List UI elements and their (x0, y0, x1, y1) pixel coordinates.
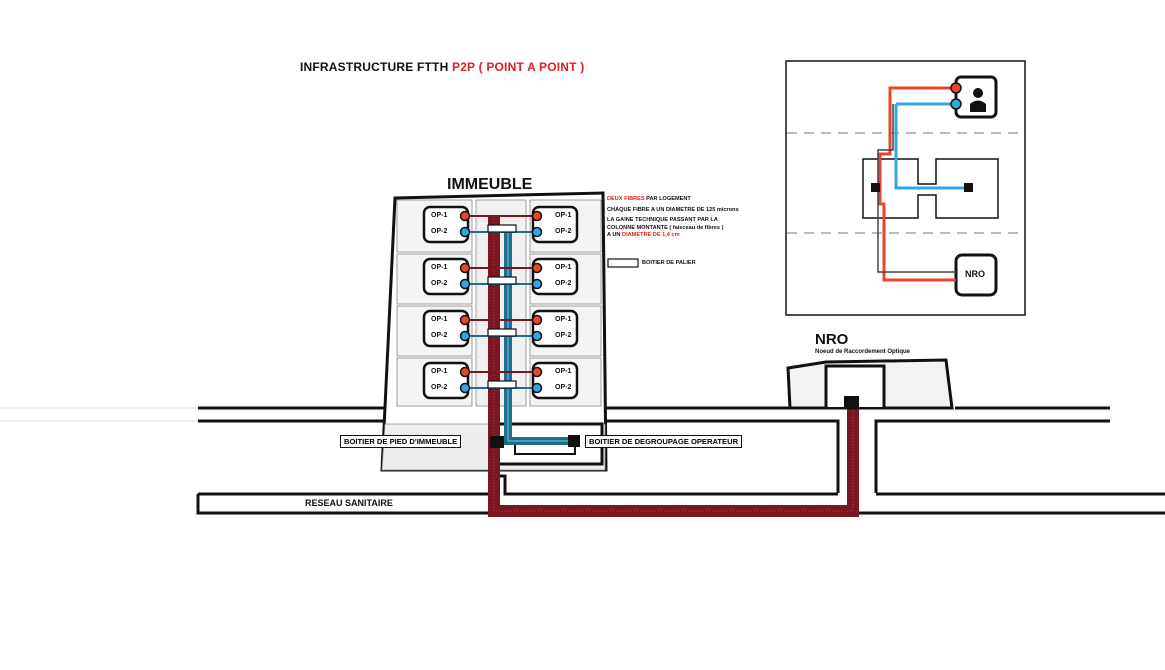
nro-title: NRO (815, 331, 849, 348)
op1-socket (531, 210, 543, 222)
degroupage-label: BOITIER DE DEGROUPAGE OPERATEUR (585, 435, 743, 448)
floor-fibers (422, 205, 579, 400)
outlet-box-right (531, 309, 579, 348)
diagram-title: INFRASTRUCTURE FTTH P2P ( POINT A POINT … (300, 60, 585, 74)
op2-socket (459, 226, 471, 238)
op2-socket (531, 278, 543, 290)
palier-box (487, 224, 517, 233)
palier-box (487, 276, 517, 285)
op1-socket (459, 210, 471, 222)
outlet-box-left (422, 257, 470, 296)
pied-immeuble-label: BOITIER DE PIED D'IMMEUBLE (340, 435, 462, 448)
op1-socket (531, 262, 543, 274)
op1-label: OP-1 (431, 212, 448, 219)
palier-legend-box (607, 258, 639, 268)
op2-socket (531, 382, 543, 394)
legend: DEUX FIBRES PAR LOGEMENT CHAQUE FIBRE A … (607, 196, 739, 238)
pied-box (490, 436, 504, 448)
op1-label: OP-1 (555, 264, 572, 271)
fiber-riser (488, 216, 859, 517)
op2-label: OP-2 (431, 384, 448, 391)
op1-label: OP-1 (431, 316, 448, 323)
op1-label: OP-1 (431, 368, 448, 375)
nro-building (786, 358, 954, 410)
op2-label: OP-2 (555, 332, 572, 339)
outlet-box-left (422, 361, 470, 400)
op1-socket (531, 366, 543, 378)
op2-socket (531, 330, 543, 342)
op1-socket (459, 262, 471, 274)
op2-label: OP-2 (555, 384, 572, 391)
outlet-box-left (422, 309, 470, 348)
outlet-box-left (422, 205, 470, 244)
nro-box-label: NRO (965, 269, 985, 279)
op2-socket (459, 330, 471, 342)
building-label: IMMEUBLE (447, 176, 533, 193)
op2-label: OP-2 (431, 228, 448, 235)
nro-subtitle: Noeud de Raccordement Optique (815, 349, 911, 355)
op1-label: OP-1 (431, 264, 448, 271)
op2-label: OP-2 (555, 228, 572, 235)
inset-schematic (785, 60, 1026, 316)
op2-socket (459, 278, 471, 290)
palier-legend-label: BOITIER DE PALIER (642, 260, 696, 266)
op2-socket (531, 226, 543, 238)
op1-label: OP-1 (555, 212, 572, 219)
op1-label: OP-1 (555, 316, 572, 323)
degroupage-box (568, 435, 580, 447)
op1-socket (459, 366, 471, 378)
op2-socket (459, 382, 471, 394)
reseau-sanitaire-label: RESEAU SANITAIRE (305, 498, 393, 508)
op2-label: OP-2 (431, 332, 448, 339)
palier-box (487, 380, 517, 389)
op1-socket (459, 314, 471, 326)
op1-label: OP-1 (555, 368, 572, 375)
outlet-box-right (531, 361, 579, 400)
outlet-box-right (531, 257, 579, 296)
op2-label: OP-2 (431, 280, 448, 287)
outlet-box-right (531, 205, 579, 244)
palier-box (487, 328, 517, 337)
op2-label: OP-2 (555, 280, 572, 287)
op1-socket (531, 314, 543, 326)
